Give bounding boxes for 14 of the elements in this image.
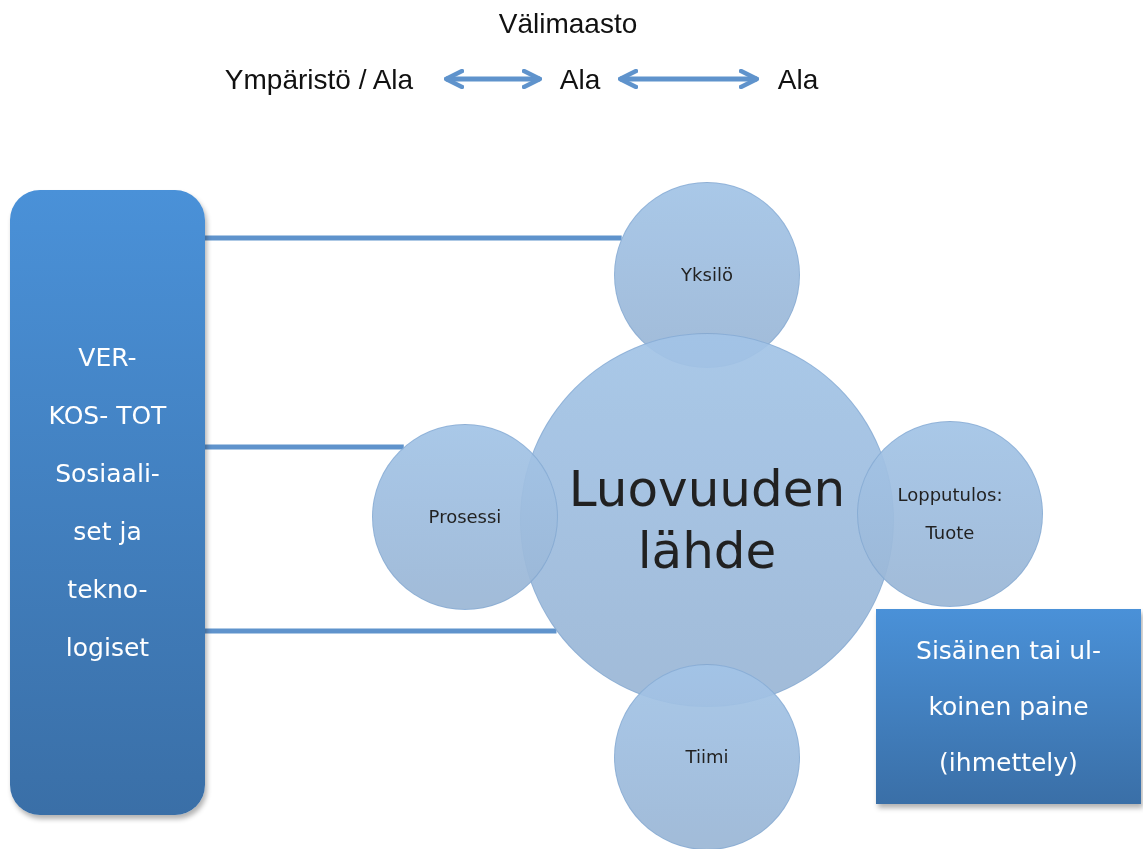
arrow (443, 68, 543, 90)
text-label: Ala (765, 56, 831, 104)
circle: Prosessi (372, 424, 558, 610)
rounded-box: VER- KOS- TOT Sosiaali- set ja tekno- logiset (10, 190, 205, 815)
arrow (617, 68, 760, 90)
text-label: Ympäristö / Ala (200, 56, 438, 104)
connector-line (205, 444, 404, 450)
title: Välimaasto (497, 8, 639, 40)
connector-line (205, 628, 557, 634)
circle: Tiimi (614, 664, 800, 849)
rectangle: Sisäinen tai ul- koinen paine (ihmettely) (876, 609, 1141, 804)
text-label: Ala (548, 56, 612, 104)
connector-line (205, 235, 622, 241)
circle: Lopputulos: Tuote (857, 421, 1043, 607)
